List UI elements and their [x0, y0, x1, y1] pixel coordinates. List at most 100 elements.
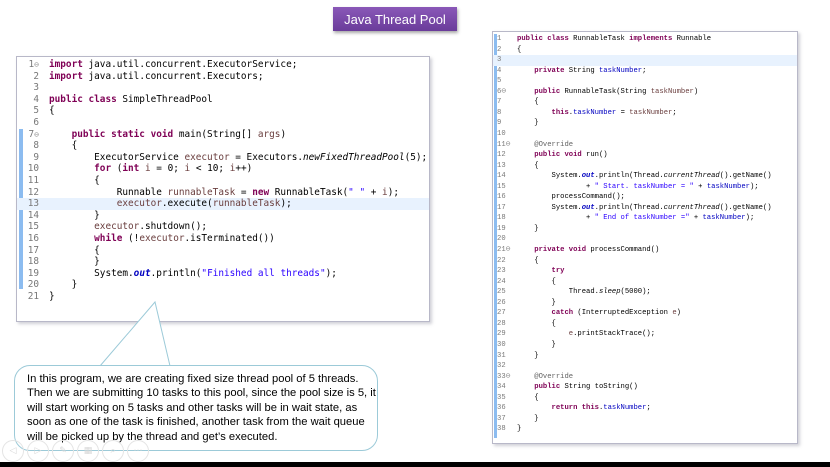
code-line[interactable]: 36 return this.taskNumber; — [493, 403, 797, 414]
code-line[interactable]: 4 private String taskNumber; — [493, 66, 797, 77]
code-token: = Executors. — [229, 151, 303, 163]
code-line[interactable]: 11⊖ @Override — [493, 140, 797, 151]
code-line[interactable]: 19 System.out.println("Finished all thre… — [17, 268, 429, 280]
code-line[interactable]: 31 } — [493, 351, 797, 362]
line-number: 20 — [497, 235, 506, 244]
slides-grid-icon[interactable]: ▦ — [77, 440, 99, 462]
line-number: 8 — [33, 140, 39, 152]
code-token: . — [568, 108, 574, 117]
code-line[interactable]: 5 — [493, 76, 797, 87]
zoom-icon[interactable]: ⌕ — [102, 440, 124, 462]
code-token: String — [564, 66, 599, 75]
code-line[interactable]: 13 { — [493, 161, 797, 172]
code-token: = — [616, 108, 630, 117]
code-line[interactable]: 16 processCommand(); — [493, 192, 797, 203]
code-token: Runnable — [49, 186, 168, 198]
code-token: { — [517, 256, 539, 265]
code-line[interactable]: 14 System.out.println(Thread.currentThre… — [493, 171, 797, 182]
code-line[interactable]: 38} — [493, 424, 797, 435]
code-line[interactable]: 2{ — [493, 45, 797, 56]
code-line[interactable]: 6⊖ public RunnableTask(String taskNumber… — [493, 87, 797, 98]
line-number: 10 — [27, 163, 39, 175]
code-line[interactable]: 37 } — [493, 414, 797, 425]
code-line[interactable]: 35 { — [493, 393, 797, 404]
code-line[interactable]: 14 } — [17, 210, 429, 222]
code-line[interactable]: 21} — [17, 291, 429, 303]
code-token: taskNumber — [598, 66, 643, 75]
fold-icon[interactable]: ⊖ — [34, 129, 39, 139]
code-line[interactable]: 18 + " End of taskNumber =" + taskNumber… — [493, 213, 797, 224]
code-line[interactable]: 6 — [17, 117, 429, 129]
code-line[interactable]: 3 — [17, 82, 429, 94]
code-line[interactable]: 32 — [493, 361, 797, 372]
code-line[interactable]: 17 System.out.println(Thread.currentThre… — [493, 203, 797, 214]
code-line[interactable]: 22 { — [493, 256, 797, 267]
code-line[interactable]: 10 for (int i = 0; i < 10; i++) — [17, 163, 429, 175]
code-token — [49, 233, 94, 244]
simple-thread-pool-editor[interactable]: 1⊖import java.util.concurrent.ExecutorSe… — [16, 56, 430, 322]
next-slide-icon[interactable]: ▷ — [27, 440, 49, 462]
code-line[interactable]: 23 try — [493, 266, 797, 277]
code-line[interactable]: 26 } — [493, 298, 797, 309]
fold-icon[interactable]: ⊖ — [505, 245, 511, 254]
code-line[interactable]: 21⊖ private void processCommand() — [493, 245, 797, 256]
line-number: 5 — [33, 105, 39, 117]
code-line[interactable]: 8 this.taskNumber = taskNumber; — [493, 108, 797, 119]
pen-icon[interactable]: ✎ — [52, 440, 74, 462]
code-line[interactable]: 16 while (!executor.isTerminated()) — [17, 233, 429, 245]
code-line[interactable]: 11 { — [17, 175, 429, 187]
code-line[interactable]: 24 { — [493, 277, 797, 288]
code-line[interactable]: 17 { — [17, 245, 429, 257]
fold-icon[interactable]: ⊖ — [505, 371, 511, 381]
code-line[interactable]: 28 { — [493, 319, 797, 330]
code-token: for — [94, 163, 112, 175]
code-line[interactable]: 1⊖import java.util.concurrent.ExecutorSe… — [17, 59, 429, 71]
code-line[interactable]: 12 public void run() — [493, 150, 797, 161]
code-token: taskNumber — [706, 182, 750, 191]
code-token: + — [689, 214, 703, 223]
code-line[interactable]: 13 executor.execute(runnableTask); — [17, 198, 429, 210]
code-line[interactable]: 19 } — [493, 224, 797, 235]
previous-slide-icon[interactable]: ◁ — [2, 440, 24, 462]
code-token: (5); — [404, 151, 428, 163]
code-line[interactable]: 27 catch (InterruptedException e) — [493, 308, 797, 319]
fold-icon[interactable]: ⊖ — [501, 86, 507, 96]
code-line[interactable]: 10 — [493, 129, 797, 140]
code-line[interactable]: 15 executor.shutdown(); — [17, 221, 429, 233]
code-line[interactable]: 8 { — [17, 140, 429, 152]
line-number: 8 — [497, 108, 502, 117]
line-number: 4 — [497, 66, 502, 75]
code-line[interactable]: 9 } — [493, 118, 797, 129]
code-token — [49, 198, 117, 209]
code-line[interactable]: 9 ExecutorService executor = Executors.n… — [17, 152, 429, 164]
code-token: run() — [581, 151, 608, 160]
line-number: 13 — [27, 198, 39, 210]
code-line[interactable]: 3 — [493, 55, 797, 66]
code-token: private — [534, 66, 565, 75]
more-options-icon[interactable]: ⋯ — [127, 440, 149, 462]
code-line[interactable]: 7 { — [493, 97, 797, 108]
code-token: args — [257, 128, 281, 140]
code-token: e — [672, 309, 677, 318]
code-line[interactable]: 34 public String toString() — [493, 382, 797, 393]
code-token: ().getName() — [719, 203, 772, 212]
fold-icon[interactable]: ⊖ — [505, 139, 511, 149]
code-line[interactable]: 33⊖ @Override — [493, 372, 797, 383]
code-line[interactable]: 20 — [493, 234, 797, 245]
code-line[interactable]: 29 e.printStackTrace(); — [493, 329, 797, 340]
code-line[interactable]: 25 Thread.sleep(5000); — [493, 287, 797, 298]
code-line[interactable]: 12 Runnable runnableTask = new RunnableT… — [17, 187, 429, 199]
code-token: ().getName() — [719, 172, 772, 181]
code-line[interactable]: 7⊖ public static void main(String[] args… — [17, 129, 429, 141]
code-line[interactable]: 15 + " Start. taskNumber = " + taskNumbe… — [493, 182, 797, 193]
code-token: import — [49, 59, 83, 70]
fold-icon[interactable]: ⊖ — [34, 60, 39, 69]
code-line[interactable]: 5{ — [17, 105, 429, 117]
code-line[interactable]: 20 } — [17, 279, 429, 291]
code-line[interactable]: 30 } — [493, 340, 797, 351]
code-line[interactable]: 18 } — [17, 256, 429, 268]
